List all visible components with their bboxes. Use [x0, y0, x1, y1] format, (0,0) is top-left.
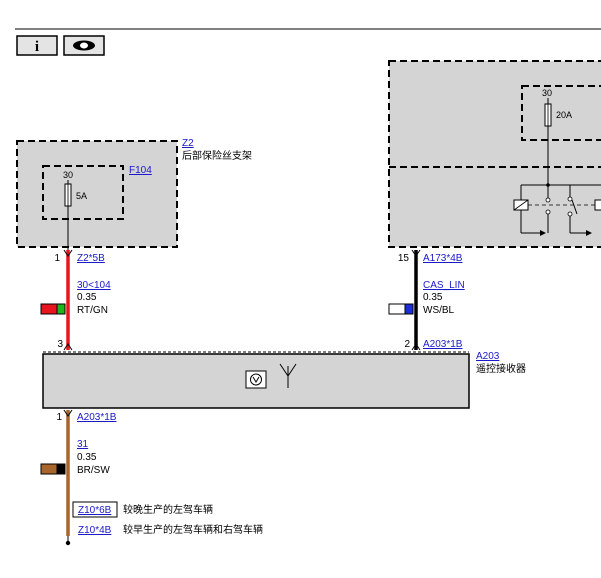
fuse-link-f104[interactable]: F104: [129, 165, 152, 176]
info-button[interactable]: i: [16, 35, 58, 56]
eye-icon: [73, 40, 95, 51]
wire-color-swatch-rt-gn: [40, 303, 66, 315]
circuit-link-30-104[interactable]: 30<104: [77, 280, 111, 291]
connector-link-z10-4b[interactable]: Z10*4B: [78, 525, 112, 536]
component-link-a203[interactable]: A203: [476, 351, 500, 362]
z2-pin-number: 1: [54, 253, 60, 264]
ground-option-z10-6b[interactable]: Z10*6B: [72, 501, 118, 518]
a203-pin-1: 1: [56, 412, 62, 423]
wire-right-gauge: 0.35: [423, 292, 443, 303]
connector-link-a173-4b[interactable]: A173*4B: [423, 253, 463, 264]
a203-description: 遥控接收器: [476, 362, 526, 375]
a203-pin-3: 3: [57, 339, 63, 350]
receiver-module-icon: [245, 370, 267, 389]
circuit-link-31[interactable]: 31: [77, 439, 89, 450]
pin-connector-icon: [411, 343, 421, 351]
z2-description: 后部保险丝支架: [182, 149, 252, 162]
view-button[interactable]: [63, 35, 105, 56]
connector-link-z10-6b[interactable]: Z10*6B: [78, 505, 112, 516]
wire-ground-gauge: 0.35: [77, 452, 97, 463]
wire-right-color: WS/BL: [423, 305, 455, 316]
wire-left-color: RT/GN: [77, 305, 108, 316]
antenna-icon: [279, 363, 297, 388]
z2-fuse-rating: 5A: [76, 191, 87, 201]
pin-connector-icon: [63, 249, 73, 257]
pin-connector-icon: [63, 343, 73, 351]
component-link-z2[interactable]: Z2: [182, 138, 194, 149]
connector-link-a203-1b-top[interactable]: A203*1B: [423, 339, 463, 350]
a203-pin-2: 2: [404, 339, 410, 350]
wire-color-swatch-br-sw: [40, 463, 66, 475]
right-module: 30 20A: [388, 60, 601, 248]
connector-link-z2-5b[interactable]: Z2*5B: [77, 253, 105, 264]
info-icon: i: [35, 39, 39, 55]
circuit-link-cas-lin[interactable]: CAS_LIN: [423, 280, 465, 291]
pin-connector-icon: [411, 249, 421, 257]
ground-option-desc-early: 较早生产的左驾车辆和右驾车辆: [123, 523, 263, 536]
connector-link-a203-1b-bottom[interactable]: A203*1B: [77, 412, 117, 423]
ground-option-desc-late: 较晚生产的左驾车辆: [123, 503, 213, 516]
z2-fuse-terminal: 30: [63, 170, 73, 180]
a203-remote-receiver[interactable]: [42, 351, 470, 409]
z2-fuse-holder: 30 5A: [16, 140, 178, 253]
right-module-pin-number: 15: [398, 253, 410, 264]
wire-ground-color: BR/SW: [77, 465, 110, 476]
wire-color-swatch-ws-bl: [388, 303, 414, 315]
right-fuse-rating: 20A: [556, 110, 572, 120]
wire-left-gauge: 0.35: [77, 292, 97, 303]
right-fuse-terminal: 30: [542, 88, 552, 98]
pin-connector-icon: [63, 409, 73, 417]
ground-icon: [65, 536, 71, 546]
relay-icon: [513, 183, 601, 236]
